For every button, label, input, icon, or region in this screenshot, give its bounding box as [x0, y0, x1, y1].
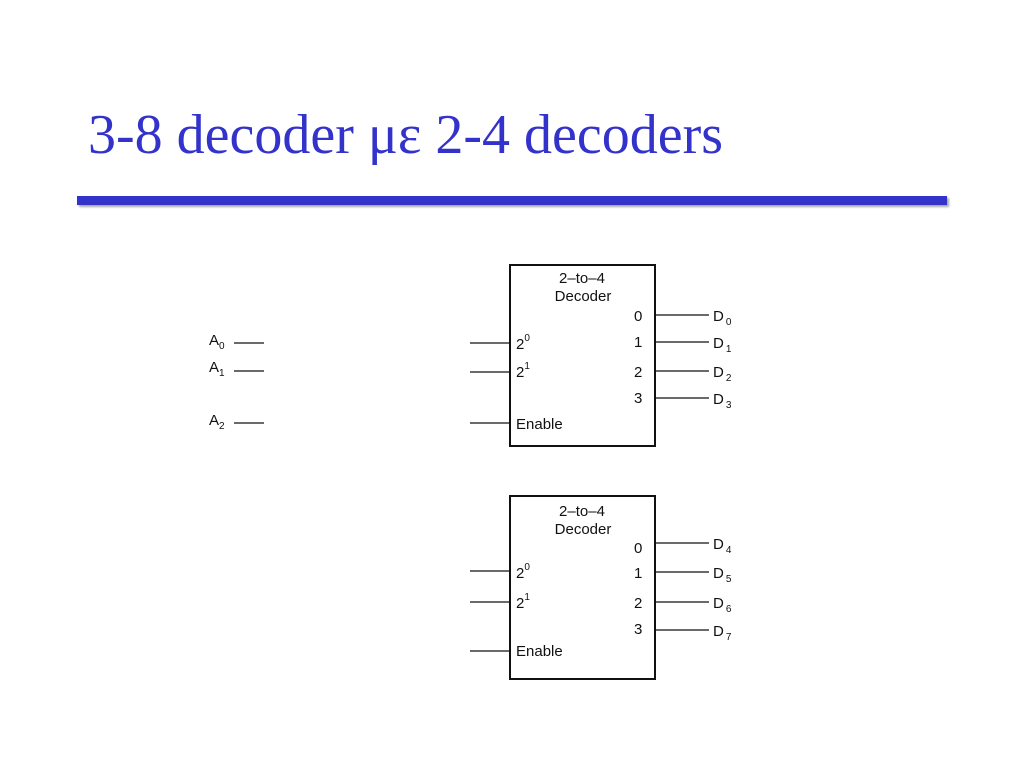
decoder-lower-out1-num: 1: [634, 565, 642, 582]
input-a1-sub: 1: [219, 368, 225, 379]
output-d5-sub: 5: [726, 574, 732, 585]
decoder-upper-in0-exp: 0: [524, 333, 530, 344]
decoder-upper-title-1: 2–to–4: [559, 270, 605, 287]
input-a2: A2: [209, 412, 264, 432]
output-d5-base: D: [713, 565, 724, 582]
output-d7-base: D: [713, 623, 724, 640]
decoder-upper-in0-label: 20: [516, 333, 530, 353]
output-d3-sub: 3: [726, 400, 732, 411]
output-d3-base: D: [713, 391, 724, 408]
input-a2-sub: 2: [219, 421, 225, 432]
decoder-lower-out3-num: 3: [634, 621, 642, 638]
decoder-upper-box: [509, 264, 656, 447]
decoder-lower-box: [509, 495, 656, 680]
decoder-lower-in0-exp: 0: [524, 562, 530, 573]
input-a2-base: A: [209, 412, 219, 429]
decoder-lower-in1-exp: 1: [524, 592, 530, 603]
decoder-upper-in1-base: 2: [516, 364, 524, 381]
decoder-upper-out3-num: 3: [634, 390, 642, 407]
output-d4-base: D: [713, 536, 724, 553]
decoder-upper-enable-label: Enable: [516, 416, 563, 433]
decoder-lower-in1-label: 21: [516, 592, 530, 612]
decoder-upper-in0-base: 2: [516, 336, 524, 353]
output-d7-sub: 7: [726, 632, 732, 643]
decoder-upper-title-2: Decoder: [555, 288, 612, 305]
decoder-upper-out1-num: 1: [634, 334, 642, 351]
output-d2-base: D: [713, 364, 724, 381]
decoder-upper-out2-num: 2: [634, 364, 642, 381]
output-d4-sub: 4: [726, 545, 732, 556]
decoder-lower-in0-base: 2: [516, 565, 524, 582]
decoder-lower-out0-num: 0: [634, 540, 642, 557]
decoder-lower-title-1: 2–to–4: [559, 503, 605, 520]
decoder-upper-out0-num: 0: [634, 308, 642, 325]
input-a0: A0: [209, 332, 264, 352]
input-a0-base: A: [209, 332, 219, 349]
svg-text:A0: A0: [209, 332, 225, 352]
output-d1-sub: 1: [726, 344, 732, 355]
decoder-lower-in0-label: 20: [516, 562, 530, 582]
input-a1-base: A: [209, 359, 219, 376]
input-a0-sub: 0: [219, 341, 225, 352]
output-d0-base: D: [713, 308, 724, 325]
svg-text:A1: A1: [209, 359, 225, 379]
output-d2-sub: 2: [726, 373, 732, 384]
decoder-lower-in1-base: 2: [516, 595, 524, 612]
title-underline-rule: [77, 196, 947, 205]
svg-text:A2: A2: [209, 412, 225, 432]
output-d1-base: D: [713, 335, 724, 352]
decoder-lower-enable-label: Enable: [516, 643, 563, 660]
slide-title: 3-8 decoder με 2-4 decoders: [88, 104, 724, 166]
input-a1: A1: [209, 359, 264, 379]
output-d0-sub: 0: [726, 317, 732, 328]
output-d6-sub: 6: [726, 604, 732, 615]
decoder-upper-in1-exp: 1: [524, 361, 530, 372]
decoder-upper-in1-label: 21: [516, 361, 530, 381]
decoder-lower-out2-num: 2: [634, 595, 642, 612]
decoder-lower-title-2: Decoder: [555, 521, 612, 538]
output-d6-base: D: [713, 595, 724, 612]
